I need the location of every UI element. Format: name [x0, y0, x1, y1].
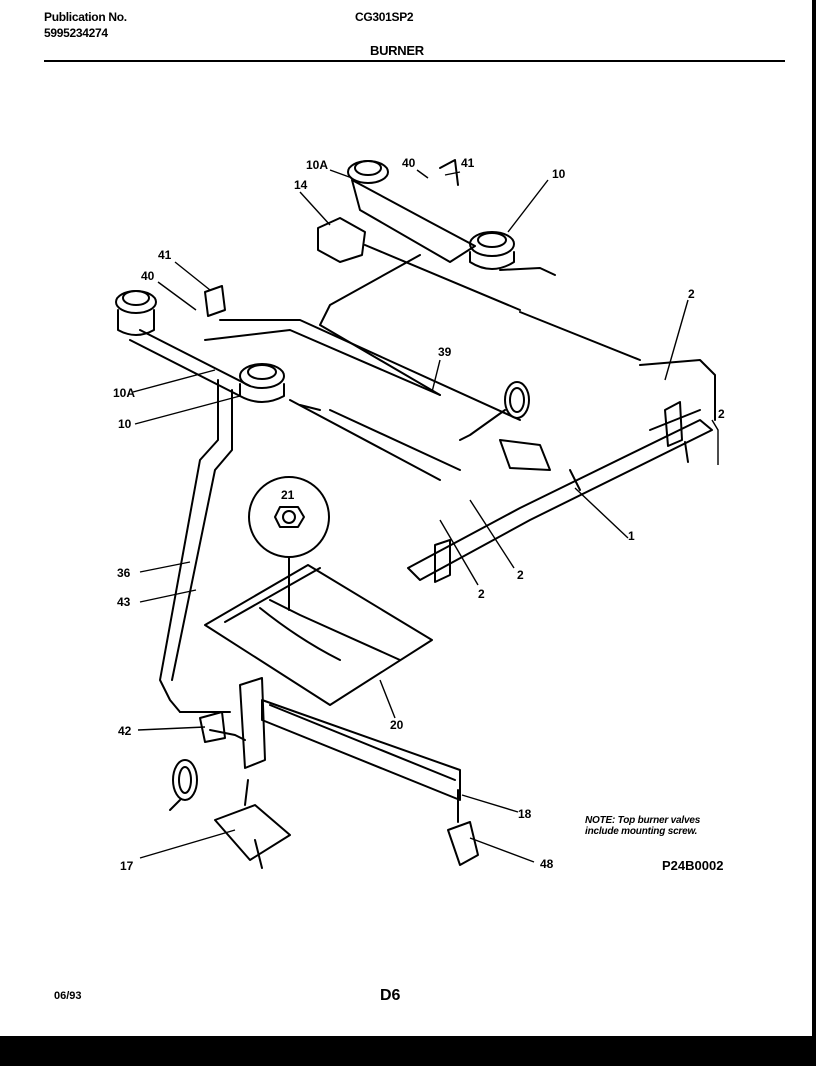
oven-burner [204, 564, 433, 706]
callout-40-top: 40 [402, 156, 416, 170]
manifold-bracket [434, 401, 689, 583]
burner-tube [289, 399, 441, 481]
bracket-small [204, 285, 226, 317]
callout-36: 36 [117, 566, 131, 580]
note-line-1: NOTE: Top burner valves [585, 815, 701, 826]
callout-40-left: 40 [141, 269, 155, 283]
scan-edge-right [812, 0, 816, 1036]
section-title: BURNER [370, 43, 424, 58]
page-number: D6 [380, 987, 401, 1004]
thermostat-coil [169, 759, 198, 811]
callout-18: 18 [518, 807, 532, 821]
callout-48: 48 [540, 857, 554, 871]
note-text: NOTE: Top burner valves include mounting… [585, 815, 700, 837]
callout-10-top: 10 [552, 167, 566, 181]
thermostat-capillary [319, 254, 441, 396]
leader-lines [132, 169, 719, 863]
footer-date: 06/93 [54, 990, 82, 1002]
burner-tube [219, 319, 521, 421]
header-rule [44, 60, 785, 62]
pilot-assembly [199, 677, 266, 769]
manifold-pipe [407, 409, 713, 581]
callout-2-top: 2 [688, 287, 695, 301]
callout-39: 39 [438, 345, 452, 359]
igniter-coil [459, 381, 530, 441]
burner-tube [299, 404, 321, 411]
burner-tube [499, 267, 556, 276]
burner-top-front [469, 231, 515, 270]
oven-safety-valve [214, 779, 291, 869]
callout-10A-top: 10A [306, 158, 328, 172]
burner-left-front [239, 363, 285, 403]
part-code: P24B0002 [662, 858, 724, 873]
callout-20: 20 [390, 718, 404, 732]
callout-21: 21 [281, 488, 295, 502]
callout-42: 42 [118, 724, 132, 738]
model-number: CG301SP2 [355, 10, 414, 24]
burner-top-rear [347, 160, 476, 263]
callout-1: 1 [628, 529, 635, 543]
callout-41-top: 41 [461, 156, 475, 170]
valve-tube [639, 359, 716, 421]
detail-circle [248, 476, 330, 611]
callout-2-mid: 2 [517, 568, 524, 582]
note-line-2: include mounting screw. [585, 826, 698, 837]
callout-10A-left: 10A [113, 386, 135, 400]
callout-2-low: 2 [478, 587, 485, 601]
bracket-small [439, 159, 459, 186]
burner-left-rear [115, 290, 251, 397]
callout-10-left: 10 [118, 417, 132, 431]
publication-number: 5995234274 [44, 26, 108, 40]
burner-exploded-diagram: 10A 40 41 10 14 41 40 39 10A 10 2 2 1 2 … [113, 156, 725, 873]
burner-tube [204, 329, 441, 396]
callout-2-right: 2 [718, 407, 725, 421]
spark-module [499, 439, 551, 471]
publication-label: Publication No. [44, 10, 127, 24]
burner-tube [329, 409, 461, 471]
burner-bracket [447, 789, 479, 866]
callout-14: 14 [294, 178, 308, 192]
oven-burner-tube [261, 699, 461, 801]
callout-43: 43 [117, 595, 131, 609]
oven-valve [317, 217, 641, 361]
callout-17: 17 [120, 859, 134, 873]
scan-edge-bottom [0, 1036, 816, 1066]
callout-41-left: 41 [158, 248, 172, 262]
gas-line [159, 379, 233, 713]
